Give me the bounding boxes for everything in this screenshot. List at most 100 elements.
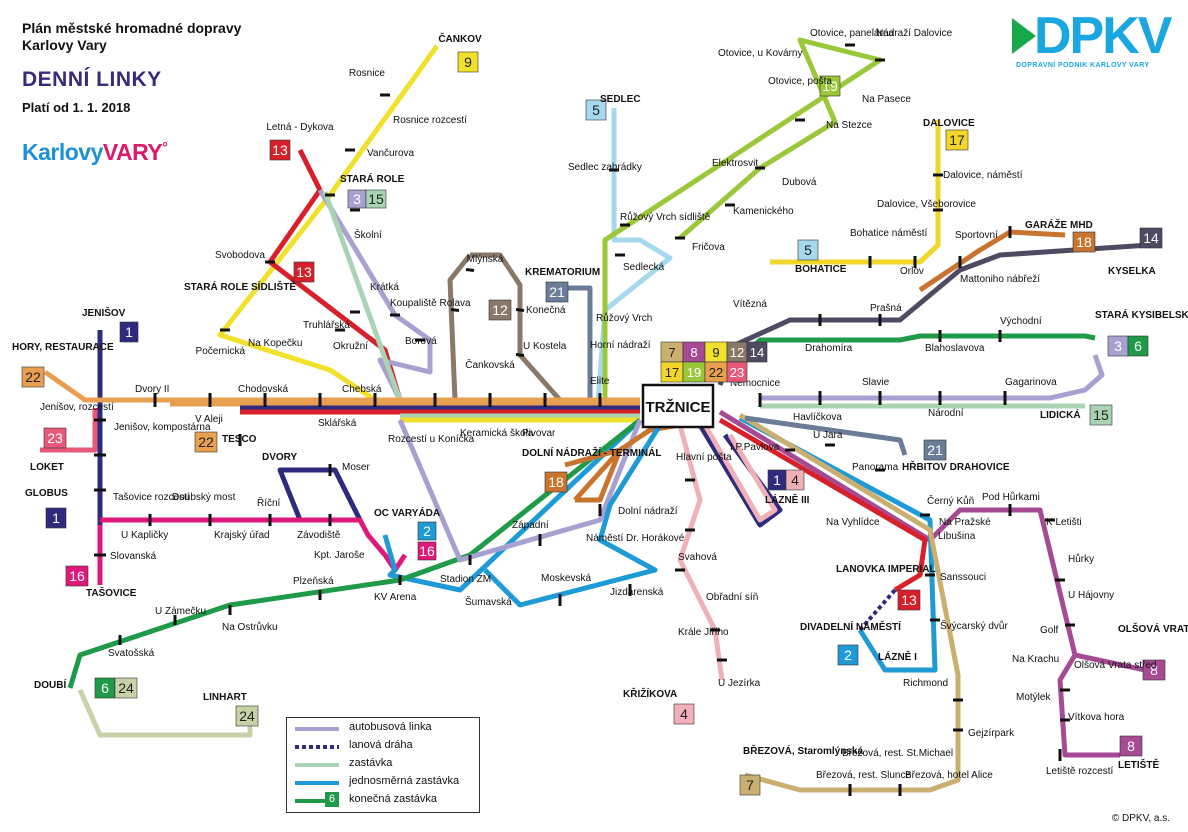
stop-label: Havlíčkova — [793, 412, 842, 423]
line-badge: 24 — [235, 705, 259, 727]
line-badge: 3 — [347, 189, 367, 209]
hub-line-number: 14 — [750, 345, 764, 360]
legend-label: autobusová linka — [349, 721, 432, 733]
stop-label: STARÁ ROLE SÍDLIŠTĚ — [184, 280, 296, 293]
line-badge-box — [365, 189, 387, 209]
stop-label: Koupaliště Rolava — [390, 298, 471, 309]
stop-label: Obřadní síň — [706, 592, 758, 603]
stop-label: Vítězná — [733, 299, 767, 310]
stop-label: Slavie — [862, 377, 890, 388]
validity-date: Platí od 1. 1. 2018 — [22, 100, 131, 115]
line-badge-box — [545, 281, 569, 303]
stop-label: Dubová — [782, 177, 817, 188]
stop-label: Sanssouci — [940, 572, 986, 583]
line-badge-number: 21 — [927, 442, 943, 458]
stop-label: LIDICKÁ — [1040, 408, 1081, 421]
legend-row-terminal: 6 konečná zastávka — [287, 791, 479, 808]
stop-label: Náměstí Dr. Horákové — [586, 533, 685, 544]
line-badge: 4 — [673, 703, 695, 725]
line-badge-number: 8 — [1127, 738, 1135, 754]
stop-label: GARÁŽE MHD — [1025, 218, 1093, 231]
route-line-l22 — [43, 369, 640, 403]
stop-label: Slovanská — [110, 551, 157, 562]
line-badge: 8 — [1142, 659, 1166, 681]
hub-line-number: 9 — [712, 345, 719, 360]
line-badge: 23 — [43, 427, 67, 449]
stop-label: STARÁ ROLE — [340, 172, 405, 185]
stop-label: STARÁ KYSIBELSKÁ — [1095, 308, 1188, 321]
stop-label: Dolní nádraží — [618, 506, 678, 517]
route-line-l1 — [858, 588, 897, 632]
stop-label: Západní — [512, 520, 549, 531]
line-badge-number: 12 — [492, 302, 508, 318]
stop-label: Libušina — [938, 531, 976, 542]
line-badge: 2 — [417, 521, 437, 541]
stop-label: Orlov — [900, 266, 924, 277]
line-badge: 6 — [94, 677, 116, 699]
stop-label: Na Krachu — [1012, 654, 1059, 665]
line-badge-box — [21, 366, 45, 388]
stop-label: Březová, hotel Alice — [905, 770, 993, 781]
legend-cable-swatch — [295, 745, 339, 749]
stop-label: Horní nádraží — [590, 340, 651, 351]
stop-label: Sklářská — [318, 418, 357, 429]
stop-label: Golf — [1040, 625, 1059, 636]
line-badge-box — [417, 521, 437, 541]
line-badge: 5 — [585, 99, 607, 121]
stop-label: Keramická škola — [460, 428, 534, 439]
legend-row-oneway: jednosměrná zastávka — [287, 773, 479, 790]
line-badge: 16 — [417, 541, 437, 561]
line-badge: 2 — [837, 644, 859, 666]
stop-label: Otovice, pošta — [768, 76, 832, 87]
route-line-l23 — [40, 408, 98, 453]
line-badge: 18 — [1072, 231, 1096, 253]
line-badge-number: 9 — [464, 54, 472, 70]
line-badge-number: 17 — [949, 132, 965, 148]
stop-label: TESCO — [222, 434, 257, 445]
line-badge-number: 3 — [1114, 338, 1122, 354]
stop-label: GLOBUS — [25, 488, 68, 499]
stop-label: Mlýnská — [467, 254, 504, 265]
line-badge-number: 15 — [368, 191, 384, 207]
stop-label: Dvory II — [135, 384, 169, 395]
stop-label: I.P.Pavlova — [730, 442, 780, 453]
stop-label: Svobodova — [215, 250, 265, 261]
stop-label: Konečná — [526, 305, 566, 316]
route-line-l8 — [1074, 652, 1146, 673]
route-line-l15 — [322, 191, 403, 401]
stop-tick — [515, 308, 525, 312]
stop-label: Krátká — [370, 282, 399, 293]
line-badge-number: 24 — [239, 708, 255, 724]
line-badge-number: 5 — [804, 242, 812, 258]
route-line-l4 — [702, 423, 778, 523]
stop-label: DALOVICE — [923, 118, 975, 129]
copyright: © DPKV, a.s. — [1111, 813, 1170, 824]
line-badge-box — [43, 427, 67, 449]
stop-label: Motýlek — [1016, 692, 1051, 703]
legend-terminal-badge: 6 — [325, 792, 339, 807]
stop-label: U Jezírka — [718, 678, 761, 689]
stop-label: Sportovní — [955, 230, 998, 241]
line-badge: 14 — [1139, 227, 1163, 249]
stop-label: Čankovská — [465, 358, 515, 371]
stop-label: Chodovská — [238, 384, 288, 395]
stop-label: SEDLEC — [600, 94, 641, 105]
line-badge-number: 5 — [592, 102, 600, 118]
stop-label: Tašovice rozcestí — [113, 492, 190, 503]
map-legend: autobusová linka lanová dráha zastávka j… — [286, 717, 480, 813]
stop-label: Rozcestí u Koníčka — [388, 434, 475, 445]
stop-label: Na Kopečku — [248, 338, 302, 349]
stop-label: Na Vyhlídce — [826, 517, 880, 528]
line-badge-box — [114, 677, 138, 699]
line-badge-box — [45, 507, 67, 529]
line-badge-number: 1 — [125, 324, 133, 340]
stop-label: Gejzírpark — [968, 728, 1015, 739]
line-badge-number: 1 — [52, 510, 60, 526]
dpkv-logo: DPKV DOPRAVNÍ PODNIK KARLOVY VARY — [1012, 10, 1172, 76]
line-badge-number: 15 — [1093, 407, 1109, 423]
legend-label: lanová dráha — [349, 739, 413, 751]
stop-label: Rosnice — [349, 68, 386, 79]
stop-label: DOUBÍ — [34, 678, 66, 691]
line-badge-box — [544, 471, 568, 493]
